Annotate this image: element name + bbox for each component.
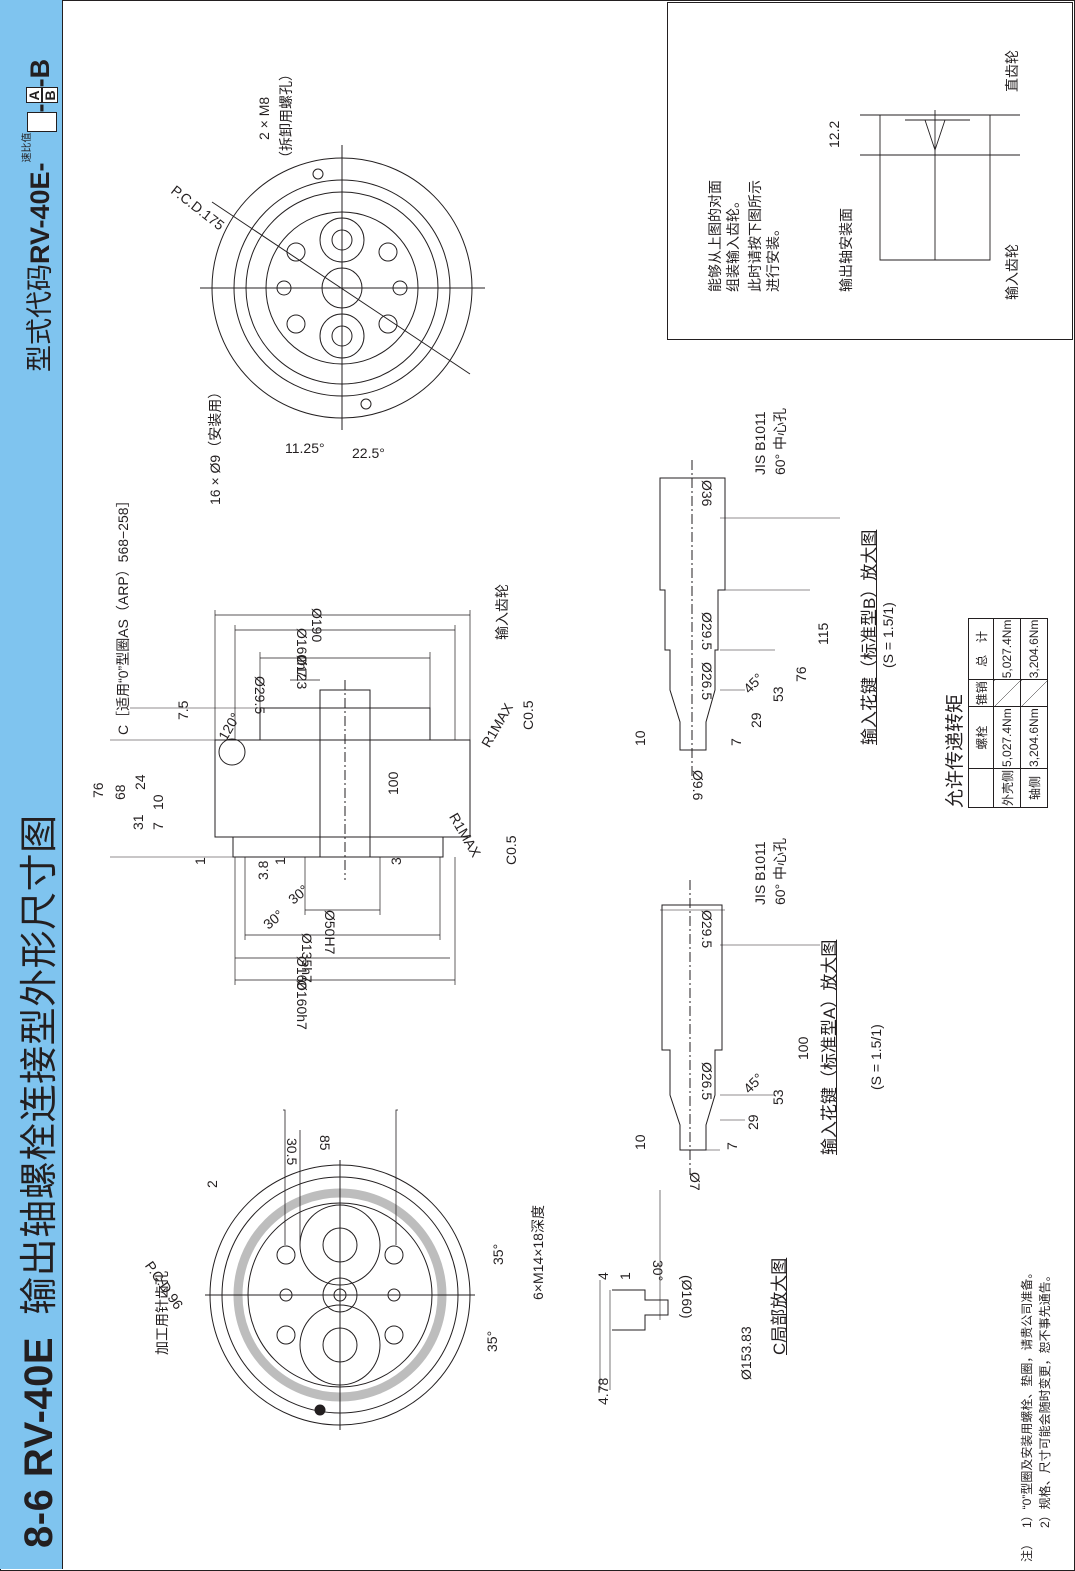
torque-table: 螺栓 锥销 总 计 外壳侧 5,027.4Nm 5,027.4Nm 轴侧 3,2… [968,618,1048,808]
spline-b-d9-6: Ø9.6 [690,770,706,801]
spline-b-d26-5: Ø26.5 [699,662,715,701]
spline-a-dim-7: 7 [724,1142,740,1150]
front-view-left [205,1109,475,1430]
inset-note-line-1: 能够从上图的对面 [707,180,723,292]
spline-a-center-hole: 60° 中心孔 [772,837,788,905]
dim-2: 2 [204,1180,220,1188]
angle-22-5: 22.5° [352,445,385,461]
dim-85: 85 [317,1135,333,1151]
torque-row-shaft: 轴侧 3,204.6Nm 3,204.6Nm [1020,618,1048,808]
inset-note-line-2: 组装输入齿轮。 [725,194,741,292]
angle-11-25: 11.25° [285,440,325,456]
detail-c-dim-4: 4 [595,1272,611,1280]
dim-1-left: 1 [192,857,208,865]
dim-3-8: 3.8 [255,860,271,880]
detail-c-angle-30: 30° [650,1260,666,1282]
inset-spur-gear: 直齿轮 [1004,50,1020,92]
m8-label: 2 × M8 [256,96,272,140]
spline-a-dim-53: 53 [770,1089,786,1105]
detail-c-d153: Ø153.83 [738,1326,754,1380]
title-stripe [0,0,63,1569]
detail-c-d160: (Ø160) [679,1275,695,1319]
angle-35-top: 35° [490,1243,506,1265]
spline-a-title: 输入花键（标准型A）放大图 [820,939,839,1155]
torque-row-housing: 外壳侧 5,027.4Nm 5,027.4Nm [993,618,1021,808]
spline-a-dim-100: 100 [795,1036,811,1060]
dim-7: 7 [150,822,166,830]
alt-assembly-inset [667,2,1073,340]
spline-b-d36: Ø36 [699,480,715,507]
dim-100: 100 [385,771,401,795]
dim-31: 31 [130,814,146,830]
torque-table-title: 允许传递转矩 [945,693,966,808]
spline-b-dim-10: 10 [632,730,648,746]
detail-c-title: C局部放大图 [770,1257,789,1355]
c-label: C［适用“0”型圈AS（ARP）568−258］ [115,493,131,735]
spline-b-dim-29: 29 [748,712,764,728]
inset-note-line-3: 此时请按下图所示 [747,180,763,292]
front-view-right [200,145,485,430]
spline-b-dim-115: 115 [815,622,831,645]
dim-3: 3 [388,857,404,865]
d50h7: Ø50H7 [322,910,338,955]
tap-label: 6×M14×18深度 [530,1205,546,1300]
d123: Ø123 [294,655,310,690]
d190: Ø190 [309,608,325,643]
spline-a-d7: Ø7 [687,1172,703,1191]
spline-b-dim-7: 7 [728,738,744,746]
holes-label: 16 × Ø9（安装用） [207,384,223,505]
c05-bottom: C0.5 [503,835,519,865]
inset-drawing [860,110,1020,261]
input-gear-label: 输入齿轮 [494,584,510,640]
detail-c-dim-1: 1 [617,1272,633,1280]
inset-input-gear: 输入齿轮 [1004,244,1020,300]
d29-5: Ø29.5 [252,676,268,715]
spline-b-center-hole: 60° 中心孔 [772,407,788,475]
spline-a-dim-29: 29 [745,1114,761,1130]
c05-top: C0.5 [520,700,536,730]
dim-30-5: 30.5 [284,1138,300,1166]
spline-b-dim-53: 53 [770,686,786,702]
spline-b-scale: (S = 1.5/1) [880,602,896,668]
spline-b-d29-5: Ø29.5 [699,612,715,651]
section-view [110,610,471,985]
spline-a-d26-5: Ø26.5 [699,1062,715,1101]
detail-c-4-78: 4.78 [595,1377,611,1405]
torque-header-row: 螺栓 锥销 总 计 [968,618,994,808]
inset-dim-12-2: 12.2 [826,120,842,148]
spline-b-title: 输入花键（标准型B）放大图 [860,529,879,745]
dim-10: 10 [150,794,166,810]
note-line-2: 2）规格、尺寸可能会随时变更，恕不事先通告。 [1038,1269,1052,1528]
dim-1-right: 1 [272,857,288,865]
inset-mount-face: 输出轴安装面 [838,208,854,292]
spline-a-d29-5: Ø29.5 [699,910,715,949]
dim-24: 24 [132,774,148,790]
spline-a-jis: JIS B1011 [752,841,768,905]
d160h7-bottom: Ø160h7 [294,980,310,1030]
spline-a-dim-10: 10 [632,1134,648,1150]
dim-68: 68 [112,784,128,800]
dim-76: 76 [90,782,106,798]
spline-b-dim-76: 76 [793,666,809,682]
spline-b-jis: JIS B1011 [752,411,768,475]
detail-c-view [599,1190,669,1390]
dim-7-5: 7.5 [175,700,191,720]
inset-note-line-4: 进行安装。 [765,222,781,292]
spline-b-view [659,460,840,780]
angle-35-bottom: 35° [484,1330,500,1352]
m8-note: （拆卸用螺孔） [278,67,294,165]
spline-a-view [660,880,820,1175]
spline-a-scale: (S = 1.5/1) [868,1024,884,1090]
note-line-1: 1）“0”型圈及安装用螺栓、垫圈，请贵公司准备。 [1020,1266,1034,1528]
notes-prefix: 注） [1020,1537,1034,1562]
